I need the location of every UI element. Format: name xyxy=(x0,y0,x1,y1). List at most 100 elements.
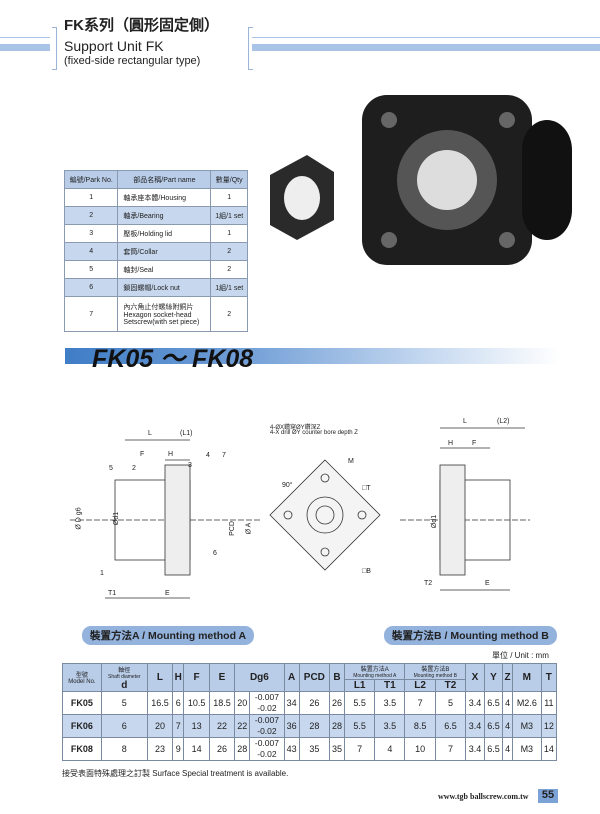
col-header: E xyxy=(208,663,236,692)
series-title: FK05 ～ FK08 xyxy=(92,345,254,373)
cell-d: 28 xyxy=(234,737,251,761)
header-bracket xyxy=(52,27,57,70)
header-text: 型號 xyxy=(75,673,88,679)
cell-b: 28 xyxy=(328,714,346,738)
col-header: L xyxy=(146,663,174,692)
balloon: 7 xyxy=(222,452,226,459)
col-header: T1 xyxy=(374,679,406,692)
col-header: M xyxy=(511,663,542,692)
dim-label: T1 xyxy=(108,590,117,597)
dim-label: Ø D g6 xyxy=(75,507,83,530)
cell-line: Hexagon socket-head xyxy=(123,312,192,319)
cell-a: 34 xyxy=(283,691,300,715)
cell-t2: 6.5 xyxy=(434,714,467,738)
drawing-method-a xyxy=(70,439,260,599)
balloon: 2 xyxy=(132,465,136,472)
col-header: X xyxy=(465,663,485,692)
cell-pcd: 26 xyxy=(298,691,331,715)
cell-t: 11 xyxy=(540,691,558,715)
cell-t: 12 xyxy=(540,714,558,738)
cell: 1 xyxy=(63,188,119,207)
cell-t1: 3.5 xyxy=(374,714,406,738)
cell-l2: 10 xyxy=(404,737,436,761)
cell-model: FK06 xyxy=(62,714,102,738)
dim-label: Ød1 xyxy=(431,514,439,529)
cell: 鎖固螺帽/Lock nut xyxy=(117,278,212,297)
dim-label: L xyxy=(463,418,467,425)
cell-l1: 5.5 xyxy=(344,714,376,738)
cell-t2: 7 xyxy=(434,737,467,761)
lock-nut-image xyxy=(270,155,334,240)
cell-b: 26 xyxy=(328,691,346,715)
cell-l2: 8.5 xyxy=(404,714,436,738)
drawing-front-view xyxy=(269,459,381,571)
cell-m: M2.6 xyxy=(511,691,542,715)
dim-label: F xyxy=(140,451,145,458)
cell-y: 6.5 xyxy=(483,691,504,715)
tol-lower: -0.02 xyxy=(257,749,277,759)
header-bar xyxy=(252,44,600,51)
mounting-method-a-label: 裝置方法A / Mounting method A xyxy=(82,626,255,645)
cell-model: FK08 xyxy=(62,737,102,761)
col-header: T2 xyxy=(434,679,467,692)
cell: 5 xyxy=(63,260,119,279)
header-rule xyxy=(0,37,50,38)
col-header: T xyxy=(540,663,558,692)
cell-h: 7 xyxy=(172,714,185,738)
cell: 6 xyxy=(63,278,119,297)
cell-z: 4 xyxy=(502,714,513,738)
dim-label: 90° xyxy=(282,482,293,489)
col-header: H xyxy=(172,663,185,692)
cell-pcd: 28 xyxy=(298,714,331,738)
cell-l2: 7 xyxy=(404,691,436,715)
cell-d: 22 xyxy=(234,714,251,738)
cell: 軸承座本體/Housing xyxy=(117,188,212,207)
cell-l: 16.5 xyxy=(146,691,174,715)
dim-label: L xyxy=(148,430,152,437)
cell-h: 9 xyxy=(172,737,185,761)
cell-h: 6 xyxy=(172,691,185,715)
dim-label: Ød1 xyxy=(113,511,121,526)
header-text: 裝置方法A xyxy=(360,667,389,673)
cell-pcd: 35 xyxy=(298,737,331,761)
cell: 4 xyxy=(63,242,119,261)
cell-d: 8 xyxy=(100,737,148,761)
mounting-method-b-label: 裝置方法B / Mounting method B xyxy=(384,626,557,645)
balloon: 3 xyxy=(188,462,192,469)
col-header: L1 xyxy=(344,679,376,692)
cell-d: 6 xyxy=(100,714,148,738)
dim-label: M xyxy=(348,458,354,465)
dim-label: F xyxy=(472,440,477,447)
cell-tolerance: -0.007-0.02 xyxy=(249,737,285,761)
header-text: Mounting method B xyxy=(413,673,457,679)
cell-l1: 7 xyxy=(344,737,376,761)
col-header: A xyxy=(283,663,300,692)
dim-label: PCD xyxy=(228,521,236,536)
cell: 2 xyxy=(63,206,119,225)
tol-upper: -0.007 xyxy=(254,715,279,725)
cell-t1: 4 xyxy=(374,737,406,761)
header-text: Shaft diameter xyxy=(108,673,141,680)
dim-label: E xyxy=(485,580,490,587)
drawing-method-b xyxy=(400,427,530,591)
header-bracket xyxy=(248,27,253,70)
footnote: 接受表面特殊處理之訂製 Surface Special treatment is… xyxy=(62,769,289,778)
cell-tolerance: -0.007-0.02 xyxy=(249,691,285,715)
cell: 2 xyxy=(210,296,248,332)
dim-label: □B xyxy=(362,568,371,575)
cell-m: M3 xyxy=(511,714,542,738)
cell-l1: 5.5 xyxy=(344,691,376,715)
dim-label: H xyxy=(168,451,174,458)
housing-image xyxy=(362,95,572,265)
header-rule xyxy=(252,37,600,38)
